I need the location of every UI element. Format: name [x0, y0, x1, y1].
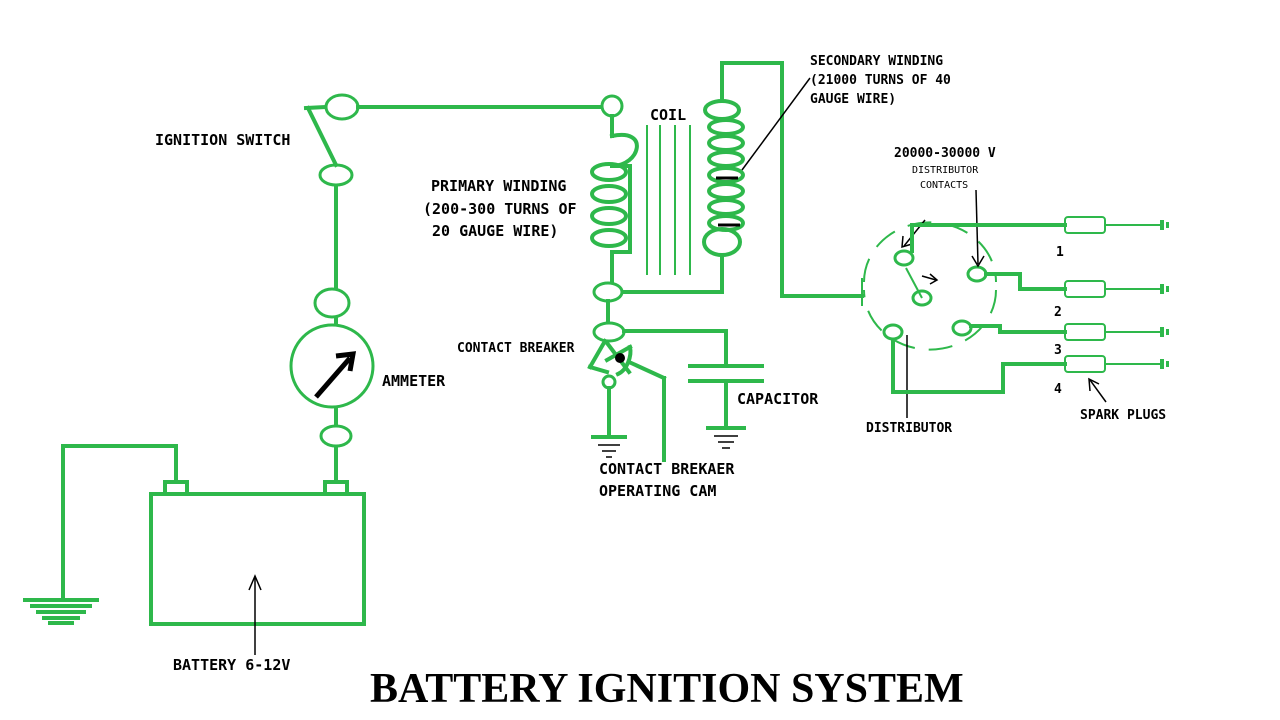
capacitor — [688, 329, 764, 449]
spark-plug-3 — [1064, 323, 1169, 341]
spark-plug-1 — [1064, 216, 1169, 234]
spark-plugs — [1064, 216, 1169, 373]
primary-winding-label-1: PRIMARY WINDING — [431, 177, 566, 195]
contact-breaker-terminal — [592, 321, 626, 343]
voltage-label: 20000-30000 V — [894, 146, 996, 161]
ammeter-label: AMMETER — [382, 372, 446, 390]
secondary-winding-label-3: GAUGE WIRE) — [810, 92, 896, 107]
ammeter-top-terminal — [313, 287, 351, 319]
coil-label: COIL — [650, 106, 686, 124]
ammeter — [289, 323, 375, 409]
coil-bottom-connection — [592, 281, 724, 324]
capacitor-label: CAPACITOR — [737, 390, 819, 408]
cam-leader — [626, 359, 667, 462]
secondary-winding — [702, 61, 784, 298]
spark-plugs-label: SPARK PLUGS — [1080, 408, 1166, 423]
contact-breaker — [587, 338, 633, 458]
battery-label: BATTERY 6-12V — [173, 656, 290, 674]
secondary-winding-leader — [741, 77, 811, 171]
distributor-label: DISTRIBUTOR — [866, 421, 952, 436]
cam-label-1: CONTACT BREKAER — [599, 460, 735, 478]
spark-plug-4 — [1064, 355, 1169, 373]
primary-winding-label-2: (200-300 TURNS OF — [423, 200, 577, 218]
plug-number-2: 2 — [1054, 305, 1062, 320]
plug-number-3: 3 — [1054, 343, 1062, 358]
plug-number-1: 1 — [1056, 245, 1064, 260]
primary-winding — [590, 114, 639, 284]
coil-primary-top-terminal — [600, 94, 624, 118]
ammeter-bottom-terminal — [319, 424, 353, 448]
distributor — [861, 221, 997, 351]
secondary-winding-label-1: SECONDARY WINDING — [810, 54, 943, 69]
diagram-title: BATTERY IGNITION SYSTEM — [370, 666, 964, 712]
distributor-contacts-label-1: DISTRIBUTOR — [912, 165, 979, 176]
plug-leads — [891, 223, 1067, 394]
ignition-switch-label: IGNITION SWITCH — [155, 131, 290, 149]
battery — [149, 480, 366, 655]
secondary-winding-label-2: (21000 TURNS OF 40 — [810, 73, 951, 88]
spark-plug-2 — [1064, 280, 1169, 298]
primary-winding-label-3: 20 GAUGE WIRE) — [432, 222, 558, 240]
battery-ground-wire — [61, 444, 178, 602]
contact-breaker-label: CONTACT BREAKER — [457, 341, 575, 356]
cam-label-2: OPERATING CAM — [599, 482, 716, 500]
ignition-switch — [303, 93, 360, 187]
coil-core — [646, 125, 691, 275]
plug-number-4: 4 — [1054, 382, 1062, 397]
spark-plug-arrow — [1088, 377, 1107, 403]
distributor-contacts-label-2: CONTACTS — [920, 180, 968, 191]
ground-symbol — [23, 598, 99, 625]
